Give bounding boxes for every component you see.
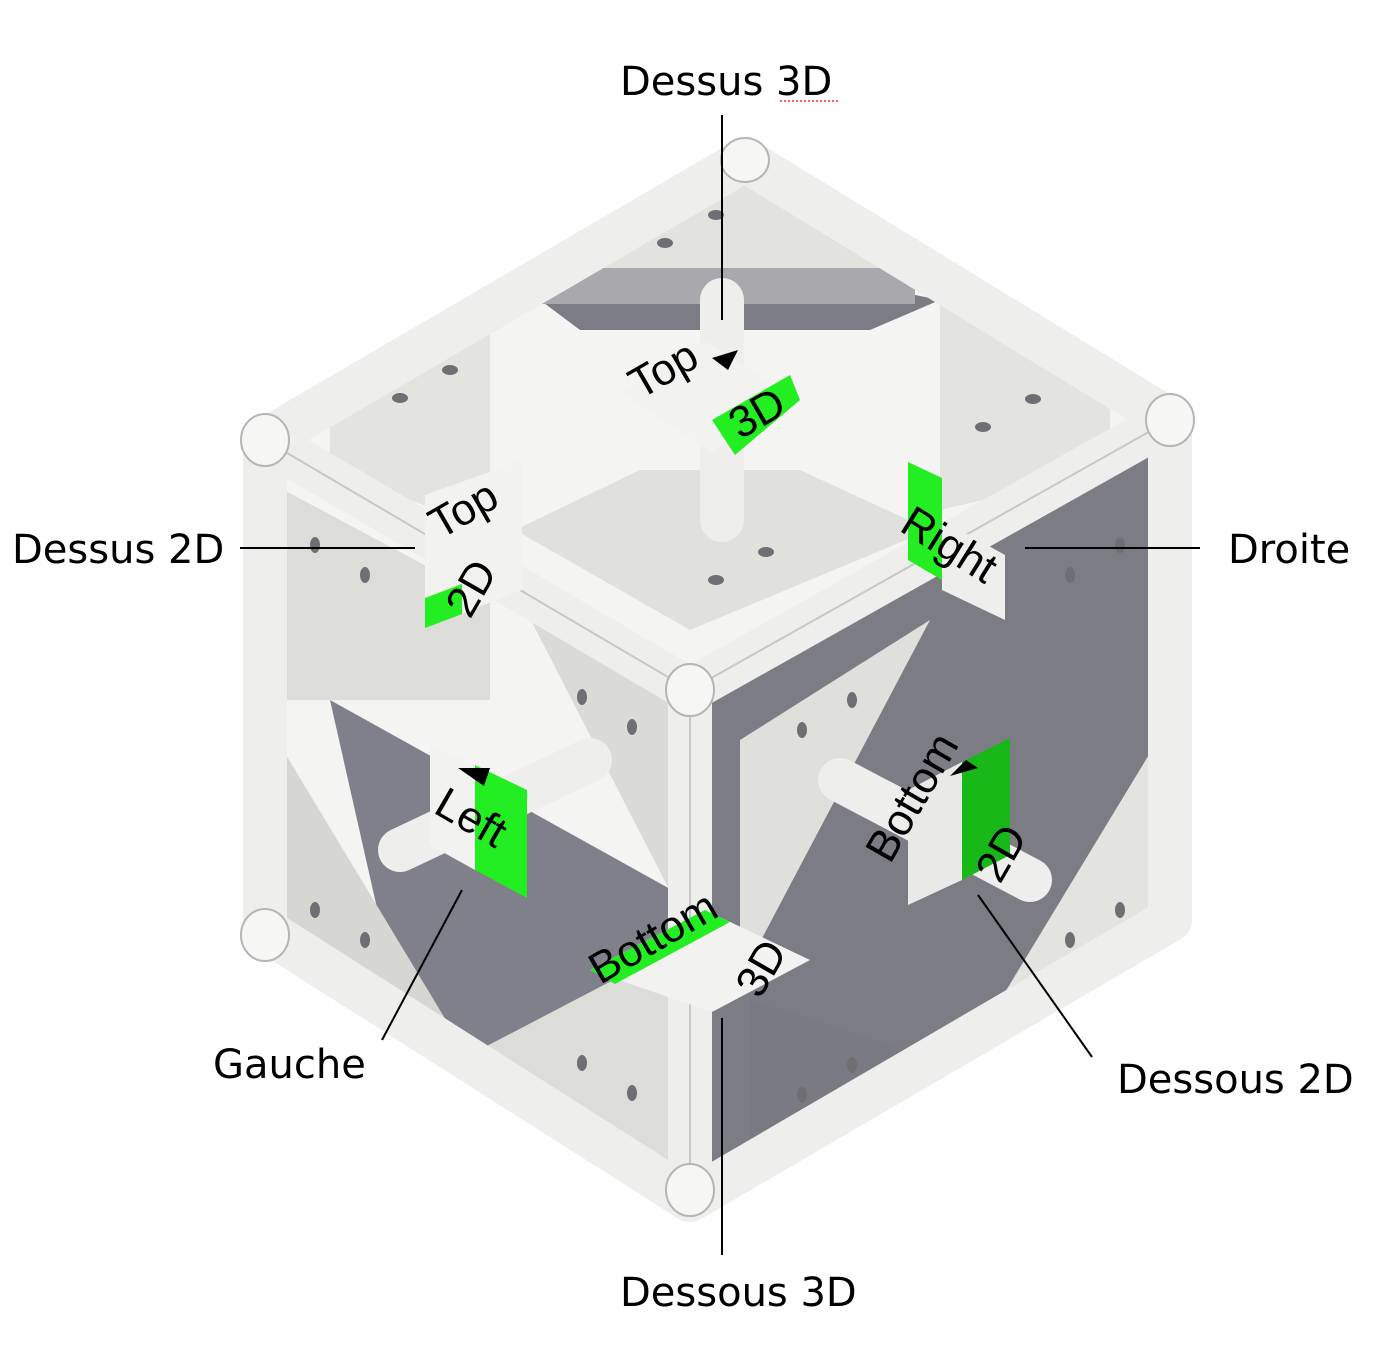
callout-top-3d: Dessus 3D <box>620 59 832 105</box>
tag-left: Left <box>427 745 527 898</box>
callout-bottom-2d: Dessous 2D <box>1117 1057 1354 1103</box>
callout-bottom-3d: Dessous 3D <box>620 1270 857 1316</box>
truss-cube <box>240 137 1195 1222</box>
callout-left: Gauche <box>213 1042 366 1088</box>
callout-top-2d: Dessus 2D <box>12 527 224 573</box>
callout-right: Droite <box>1228 527 1350 573</box>
leader-lines <box>240 115 1200 1255</box>
